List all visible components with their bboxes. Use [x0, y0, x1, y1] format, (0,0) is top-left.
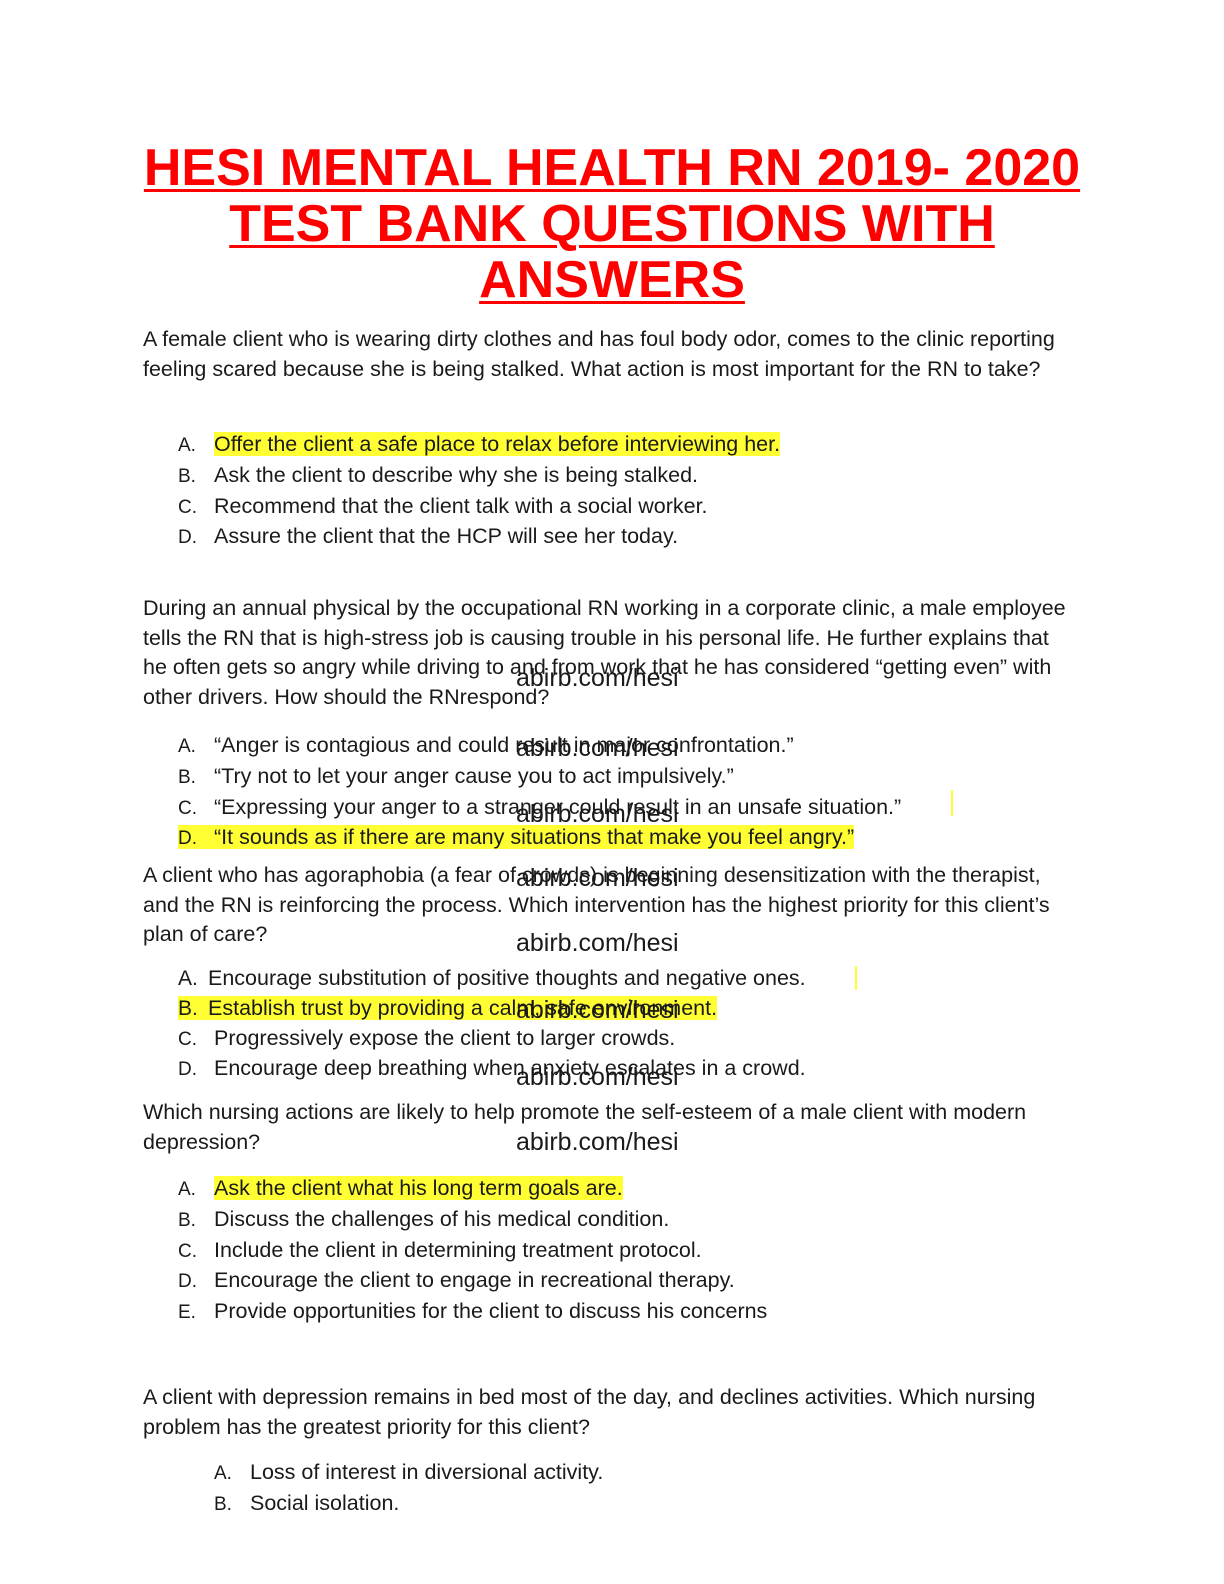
question-5-options: A.Loss of interest in diversional activi… [214, 1458, 603, 1520]
question-3-option-a: A.Encourage substitution of positive tho… [178, 966, 806, 990]
question-5-option-b: B.Social isolation. [214, 1490, 400, 1515]
question-3-option-d: D.Encourage deep breathing when anxiety … [178, 1056, 806, 1081]
question-1-stem: A female client who is wearing dirty clo… [143, 327, 1055, 381]
question-3-option-c: C.Progressively expose the client to lar… [178, 1025, 676, 1050]
question-2-option-b: B.“Try not to let your anger cause you t… [178, 763, 734, 788]
title-line-3: ANSWERS [479, 251, 745, 309]
question-3-options: A.Encourage substitution of positive tho… [178, 964, 806, 1085]
question-1-option-b: B.Ask the client to describe why she is … [178, 462, 699, 487]
correct-answer-highlight: Offer the client a safe place to relax b… [214, 432, 781, 456]
document-title: HESI MENTAL HEALTH RN 2019- 2020 TEST BA… [0, 140, 1224, 308]
question-3-stem: A client who has agoraphobia (a fear of … [143, 863, 1050, 946]
question-4-option-c: C.Include the client in determining trea… [178, 1237, 702, 1262]
question-4-options: A.Ask the client what his long term goal… [178, 1174, 767, 1328]
correct-answer-highlight: B.Establish trust by providing a calm, s… [178, 995, 718, 1020]
question-1-option-d: D.Assure the client that the HCP will se… [178, 524, 679, 549]
question-2-option-a: A.“Anger is contagious and could result … [178, 733, 794, 757]
question-5-option-a: A.Loss of interest in diversional activi… [214, 1460, 604, 1484]
title-line-2: TEST BANK QUESTIONS WITH [229, 195, 995, 253]
question-2-option-c: C.“Expressing your anger to a stranger c… [178, 794, 902, 819]
correct-answer-highlight: Ask the client what his long term goals … [214, 1176, 623, 1200]
question-4-stem: Which nursing actions are likely to help… [143, 1100, 1027, 1154]
title-line-1: HESI MENTAL HEALTH RN 2019- 2020 [143, 139, 1081, 197]
question-4-option-e: E.Provide opportunities for the client t… [178, 1299, 768, 1324]
question-2-stem: During an annual physical by the occupat… [143, 596, 1066, 709]
question-4-option-d: D.Encourage the client to engage in recr… [178, 1268, 735, 1293]
question-1-option-a: A.Offer the client a safe place to relax… [178, 432, 781, 456]
question-2-options: A.“Anger is contagious and could result … [178, 731, 901, 854]
correct-answer-highlight: D.“It sounds as if there are many situat… [178, 825, 855, 850]
question-3-option-b: B.Establish trust by providing a calm, s… [178, 994, 806, 1024]
question-2-option-d: D.“It sounds as if there are many situat… [178, 823, 901, 854]
question-5-stem: A client with depression remains in bed … [143, 1385, 1036, 1439]
question-4-option-b: B.Discuss the challenges of his medical … [178, 1206, 670, 1231]
question-1-option-c: C.Recommend that the client talk with a … [178, 493, 708, 518]
question-1-options: A.Offer the client a safe place to relax… [178, 430, 781, 553]
question-4-option-a: A.Ask the client what his long term goal… [178, 1176, 623, 1200]
highlight-mark [951, 790, 953, 816]
highlight-mark [855, 966, 857, 990]
